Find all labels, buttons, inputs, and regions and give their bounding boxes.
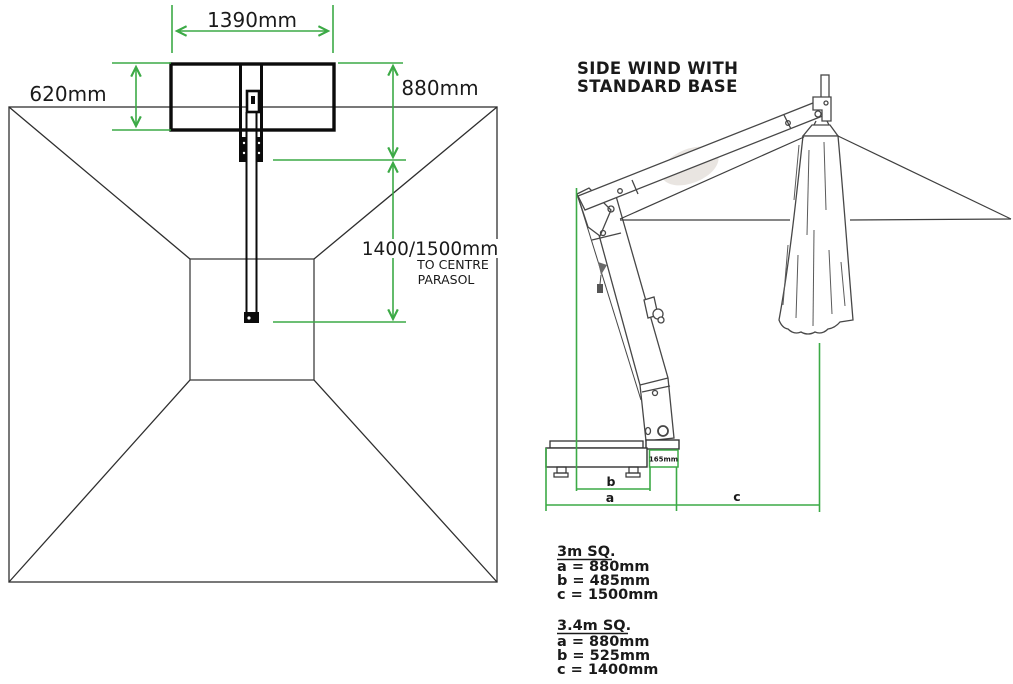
- dim-note-parasol: PARASOL: [418, 272, 475, 287]
- foot-knob: [644, 426, 652, 436]
- dim-label-b: b: [607, 474, 616, 489]
- top-view-dimension-labels: 1390mm 620mm 880mm 1400/1500mm TO CENTRE…: [29, 8, 498, 287]
- bolt-icon: [607, 205, 615, 213]
- arm-clamp: [241, 137, 262, 162]
- dim-label-c: c: [733, 489, 740, 504]
- spec-heading: 3m SQ.: [557, 544, 616, 560]
- hub-link: [826, 120, 830, 126]
- arm: [577, 100, 826, 211]
- spec-row-a: a = 880mm: [557, 634, 650, 650]
- open-canopy-outline: [619, 135, 1012, 221]
- mast-base-box: [648, 449, 679, 468]
- spec-row-b: b = 485mm: [557, 573, 650, 589]
- dim-label-1400-1500: 1400/1500mm: [362, 239, 498, 260]
- dim-label-880: 880mm: [401, 76, 478, 100]
- mast-joint-line: [639, 377, 669, 386]
- dim-label-1390: 1390mm: [207, 8, 297, 32]
- mast-plan-core: [251, 96, 255, 104]
- mast-base-dim-label: 165mm: [649, 456, 678, 464]
- label-backing: [357, 239, 498, 258]
- base-slab: [545, 447, 648, 468]
- canopy-center-square: [189, 258, 315, 381]
- side-view-title-line2: STANDARD BASE: [577, 77, 738, 96]
- dim-label-620: 620mm: [29, 82, 106, 106]
- hub-link: [813, 120, 817, 126]
- mast-joint-line: [641, 385, 671, 393]
- arm-joint-line: [631, 179, 639, 195]
- dim-note-to-centre: TO CENTRE: [416, 257, 489, 272]
- bolt-icon: [617, 188, 623, 194]
- base-bar: [169, 62, 336, 132]
- spec-row-b: b = 525mm: [557, 648, 650, 664]
- spec-row-c: c = 1400mm: [557, 662, 658, 678]
- canopy-hub: [801, 124, 840, 137]
- dim-label-a: a: [606, 490, 614, 505]
- arm-plan: [245, 112, 258, 316]
- hanger-bracket: [812, 96, 832, 122]
- side-view-title-line1: SIDE WIND WITH: [577, 59, 738, 78]
- bolt-icon: [651, 389, 659, 397]
- spec-table-3m: 3m SQ. a = 880mm b = 485mm c = 1500mm: [557, 544, 658, 603]
- side-view-labels: SIDE WIND WITH STANDARD BASE 165mm b a c: [577, 59, 741, 505]
- mast-joint-line: [591, 232, 622, 241]
- side-view-dimensions: [545, 188, 821, 512]
- bolt-icon: [785, 120, 791, 126]
- hanger-pin: [814, 110, 822, 118]
- top-view-diagram: [8, 62, 498, 583]
- bolt-icon: [599, 229, 607, 237]
- closed-canopy: [778, 135, 854, 335]
- mast-back-edge: [577, 196, 642, 401]
- hanger-hole: [823, 100, 829, 106]
- base-feet: [553, 466, 641, 478]
- base-top-slab: [549, 440, 644, 449]
- canopy-square: [8, 106, 498, 583]
- foot-bolt: [657, 425, 669, 437]
- winder-crank: [643, 296, 665, 324]
- spec-table-3-4m: 3.4m SQ. a = 880mm b = 525mm c = 1400mm: [557, 618, 658, 678]
- spec-row-a: a = 880mm: [557, 559, 650, 575]
- pull-cord: [597, 262, 607, 293]
- canopy-folds: [782, 141, 846, 327]
- spec-row-c: c = 1500mm: [557, 587, 658, 603]
- arm-end-cap: [244, 312, 259, 323]
- spec-heading: 3.4m SQ.: [557, 618, 631, 634]
- foot-plate: [645, 439, 680, 450]
- top-view-dimensions: [112, 5, 406, 323]
- arm-joint-line: [783, 114, 792, 130]
- canopy-diagonals: [8, 106, 498, 583]
- side-view-diagram: [545, 74, 1012, 478]
